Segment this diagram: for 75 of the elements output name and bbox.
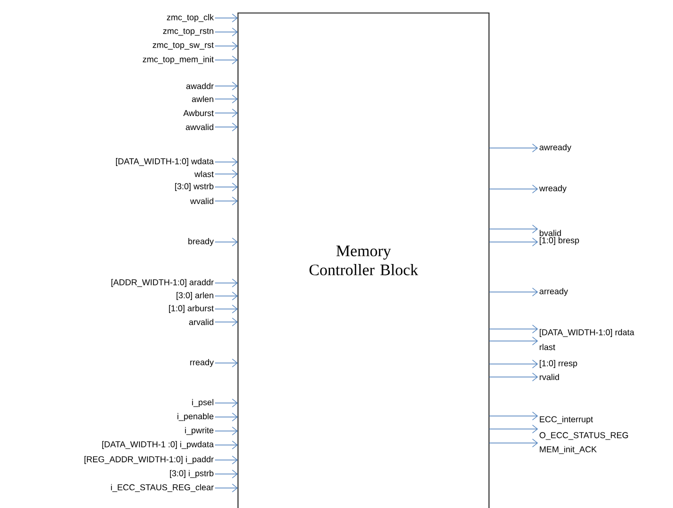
arrow [488, 412, 538, 420]
signal-label: [1:0] rresp [540, 360, 578, 368]
signal-label: [DATA_WIDTH-1:0] rdata [540, 329, 634, 337]
signal-label: wvalid [190, 198, 214, 204]
signal-label: [ADDR_WIDTH-1:0] araddr [111, 279, 214, 287]
arrow [214, 94, 238, 104]
signal-label: wready [539, 185, 567, 193]
signal-label: [3:0] i_pstrb [170, 470, 214, 478]
arrow [488, 184, 538, 194]
signal-label: [DATA_WIDTH-1:0] wdata [116, 158, 214, 166]
arrow [488, 238, 538, 246]
signal-label: [1:0] arburst [169, 305, 214, 313]
arrow [214, 170, 238, 178]
arrow [214, 304, 238, 314]
arrow [214, 440, 238, 450]
signal-label: awready [540, 144, 572, 152]
arrow [214, 292, 238, 300]
signal-label: arvalid [189, 318, 214, 326]
arrow [214, 158, 238, 166]
signal-label: i_penable [178, 413, 214, 421]
arrow [488, 438, 538, 448]
arrow [214, 14, 238, 22]
arrow [488, 144, 538, 152]
arrow [214, 28, 238, 36]
arrow [214, 42, 238, 50]
arrow [214, 318, 238, 326]
arrow [214, 426, 238, 436]
signal-label: Awburst [183, 110, 214, 116]
arrow [214, 82, 238, 90]
signal-label: awaddr [186, 82, 214, 90]
signal-label: zmc_top_sw_rst [152, 42, 214, 50]
signal-label: ECC_interrupt [540, 416, 593, 424]
arrow [488, 288, 538, 296]
arrow [488, 336, 538, 346]
signal-label: bvalid [540, 230, 561, 236]
arrow [214, 238, 238, 246]
arrow [214, 182, 238, 192]
signal-label: [3:0] arlen [176, 292, 214, 300]
arrow [214, 122, 238, 132]
arrow [214, 470, 238, 478]
signal-label: i_ECC_STAUS_REG_clear [111, 484, 214, 492]
signal-label: arready [540, 288, 568, 296]
signal-label: [3:0] wstrb [175, 183, 214, 191]
arrow [488, 372, 538, 382]
arrow [488, 324, 538, 334]
signal-label: i_psel [192, 399, 214, 407]
arrow [214, 412, 238, 422]
arrow [214, 456, 238, 464]
arrow [214, 358, 238, 368]
signal-label: zmc_top_clk [166, 14, 214, 22]
signal-label: O_ECC_STATUS_REG [540, 432, 628, 440]
signal-label: MEM_init_ACK [540, 446, 597, 454]
signal-label: [DATA_WIDTH-1 :0] i_pwdata [102, 441, 214, 449]
arrow [214, 196, 238, 206]
signal-label: zmc_top_rstn [163, 28, 214, 36]
signal-label: i_pwrite [185, 427, 214, 435]
signal-label: rlast [540, 344, 556, 350]
signal-label: awlen [192, 96, 214, 102]
signal-label: bready [188, 238, 214, 246]
signal-label: rvalid [540, 374, 559, 380]
signal-label: zmc_top_mem_init [142, 56, 214, 64]
signal-label: rready [190, 359, 214, 367]
signal-label: wlast [194, 170, 214, 178]
arrow [488, 360, 538, 368]
signal-label: awvalid [186, 124, 214, 130]
arrow [488, 424, 538, 434]
signal-label: [1:0] bresp [540, 237, 579, 245]
arrow [214, 56, 238, 64]
arrow [488, 224, 538, 234]
arrow [214, 484, 238, 492]
arrow [214, 398, 238, 408]
signal-label: [REG_ADDR_WIDTH-1:0] i_paddr [84, 456, 214, 464]
arrow [214, 278, 238, 288]
arrow [214, 108, 238, 118]
block: Memory Controller Block [237, 12, 490, 508]
